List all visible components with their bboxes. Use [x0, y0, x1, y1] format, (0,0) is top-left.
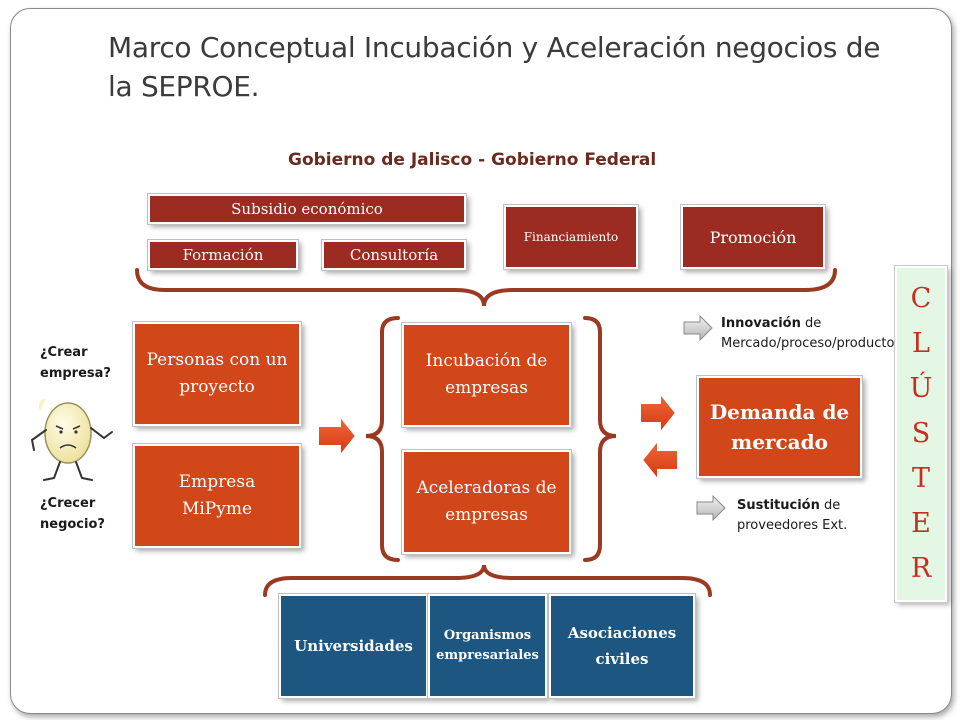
personas-box: Personas con un proyecto [132, 321, 302, 427]
left-arrow-icon [640, 437, 679, 483]
grey-arrow-icon [683, 314, 713, 342]
universidades-label: Universidades [294, 637, 413, 655]
universidades-box: Universidades [278, 593, 429, 699]
cluster-letter: R [910, 553, 932, 585]
asociaciones-label: Asociaciones civiles [567, 624, 677, 668]
thinking-figure-icon [30, 398, 113, 481]
empresa-label: Empresa MiPyme [178, 472, 256, 519]
cluster-letter: T [911, 463, 930, 495]
cluster-letter: S [911, 417, 931, 449]
cluster-letter: C [910, 282, 932, 314]
consultoria-label: Consultoría [349, 246, 439, 264]
consultoria-box: Consultoría [321, 239, 467, 271]
right-arrow-icon [639, 390, 678, 436]
right-arrow-icon [317, 413, 358, 459]
cluster-letter: E [911, 508, 931, 540]
incubacion-label: Incubación de empresas [425, 351, 548, 398]
innovacion-rest: de Mercado/proceso/producto [721, 316, 895, 351]
subsidio-box: Subsidio económico [147, 193, 467, 225]
aceleradoras-box: Aceleradoras de empresas [401, 449, 572, 555]
innovacion-note: Innovación de Mercado/proceso/producto [721, 314, 901, 354]
financiamiento-box: Financiamiento [503, 204, 639, 270]
formacion-label: Formación [182, 246, 264, 264]
formacion-box: Formación [147, 239, 299, 271]
bottom-brace [263, 564, 712, 597]
incubacion-box: Incubación de empresas [401, 322, 572, 428]
sustitucion-note: Sustitución de proveedores Ext. [737, 496, 887, 536]
subsidio-label: Subsidio económico [231, 200, 383, 218]
empresa-box: Empresa MiPyme [132, 443, 302, 549]
top-brace [135, 268, 837, 307]
promocion-label: Promoción [709, 227, 797, 247]
innovacion-bold: Innovación [721, 316, 801, 331]
demanda-label: Demanda de mercado [709, 400, 850, 454]
asociaciones-box: Asociaciones civiles [548, 593, 696, 699]
sustitucion-rest: de proveedores Ext. [737, 498, 848, 533]
cluster-letter: L [912, 327, 930, 359]
demanda-box: Demanda de mercado [696, 375, 863, 479]
financiamiento-label: Financiamiento [523, 230, 619, 244]
cluster-banner: C L Ú S T E R [894, 265, 948, 603]
organismos-label: Organismos empresariales [436, 628, 539, 663]
cluster-letter: Ú [909, 372, 933, 404]
government-heading: Gobierno de Jalisco - Gobierno Federal [288, 150, 657, 170]
personas-label: Personas con un proyecto [146, 350, 288, 397]
right-bracket [583, 316, 617, 562]
promocion-box: Promoción [680, 204, 826, 270]
sustitucion-bold: Sustitución [737, 498, 820, 513]
grey-arrow-icon [696, 494, 726, 522]
organismos-box: Organismos empresariales [427, 593, 548, 699]
left-bracket [365, 316, 400, 562]
aceleradoras-label: Aceleradoras de empresas [416, 478, 557, 525]
question-crecer: ¿Crecer negocio? [40, 496, 105, 532]
question-crear: ¿Crear empresa? [40, 345, 111, 381]
slide-title: Marco Conceptual Incubación y Aceleració… [108, 31, 881, 103]
